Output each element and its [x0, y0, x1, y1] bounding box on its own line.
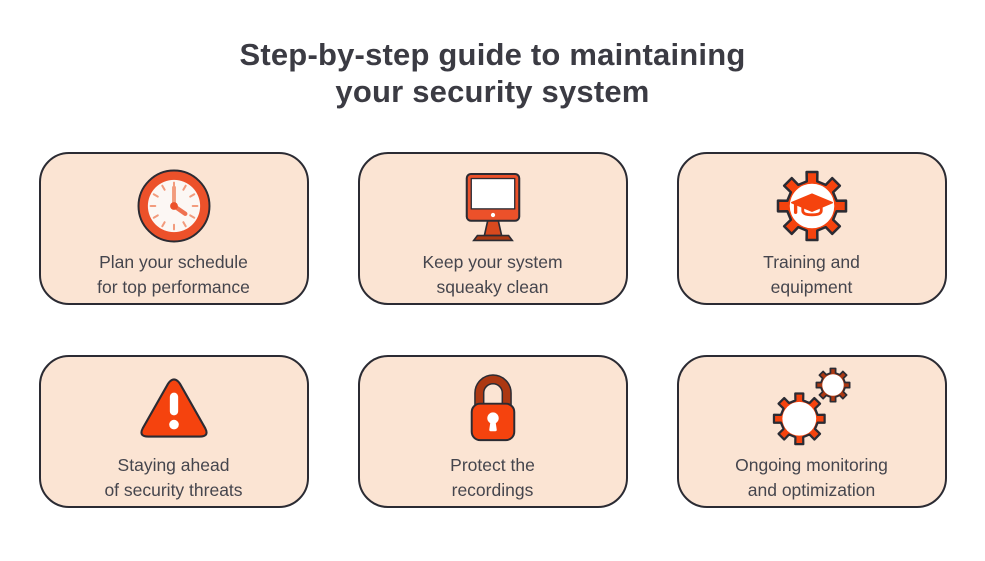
cards-grid: Plan your schedule for top performance K…	[0, 152, 985, 508]
warning-triangle-icon	[134, 367, 214, 451]
page-title: Step-by-step guide to maintaining your s…	[0, 36, 985, 110]
page-title-line-2: your security system	[335, 74, 650, 109]
clock-icon	[135, 164, 213, 248]
card-label: Keep your system squeaky clean	[422, 252, 563, 297]
card-monitoring-optimization: Ongoing monitoring and optimization	[676, 355, 947, 508]
card-label: Protect the recordings	[450, 455, 535, 500]
card-plan-your-schedule: Plan your schedule for top performance	[38, 152, 309, 305]
gears-icon	[768, 367, 856, 451]
card-label: Plan your schedule for top performance	[97, 252, 250, 297]
padlock-icon	[455, 367, 531, 451]
card-protect-recordings: Protect the recordings	[357, 355, 628, 508]
page-title-line-1: Step-by-step guide to maintaining	[239, 37, 746, 72]
card-keep-system-clean: Keep your system squeaky clean	[357, 152, 628, 305]
card-label: Staying ahead of security threats	[104, 455, 243, 500]
monitor-icon	[452, 164, 534, 248]
card-label: Ongoing monitoring and optimization	[735, 455, 888, 500]
card-training-equipment: Training and equipment	[676, 152, 947, 305]
card-security-threats: Staying ahead of security threats	[38, 355, 309, 508]
gear-graduation-cap-icon	[770, 164, 854, 248]
card-label: Training and equipment	[763, 252, 860, 297]
